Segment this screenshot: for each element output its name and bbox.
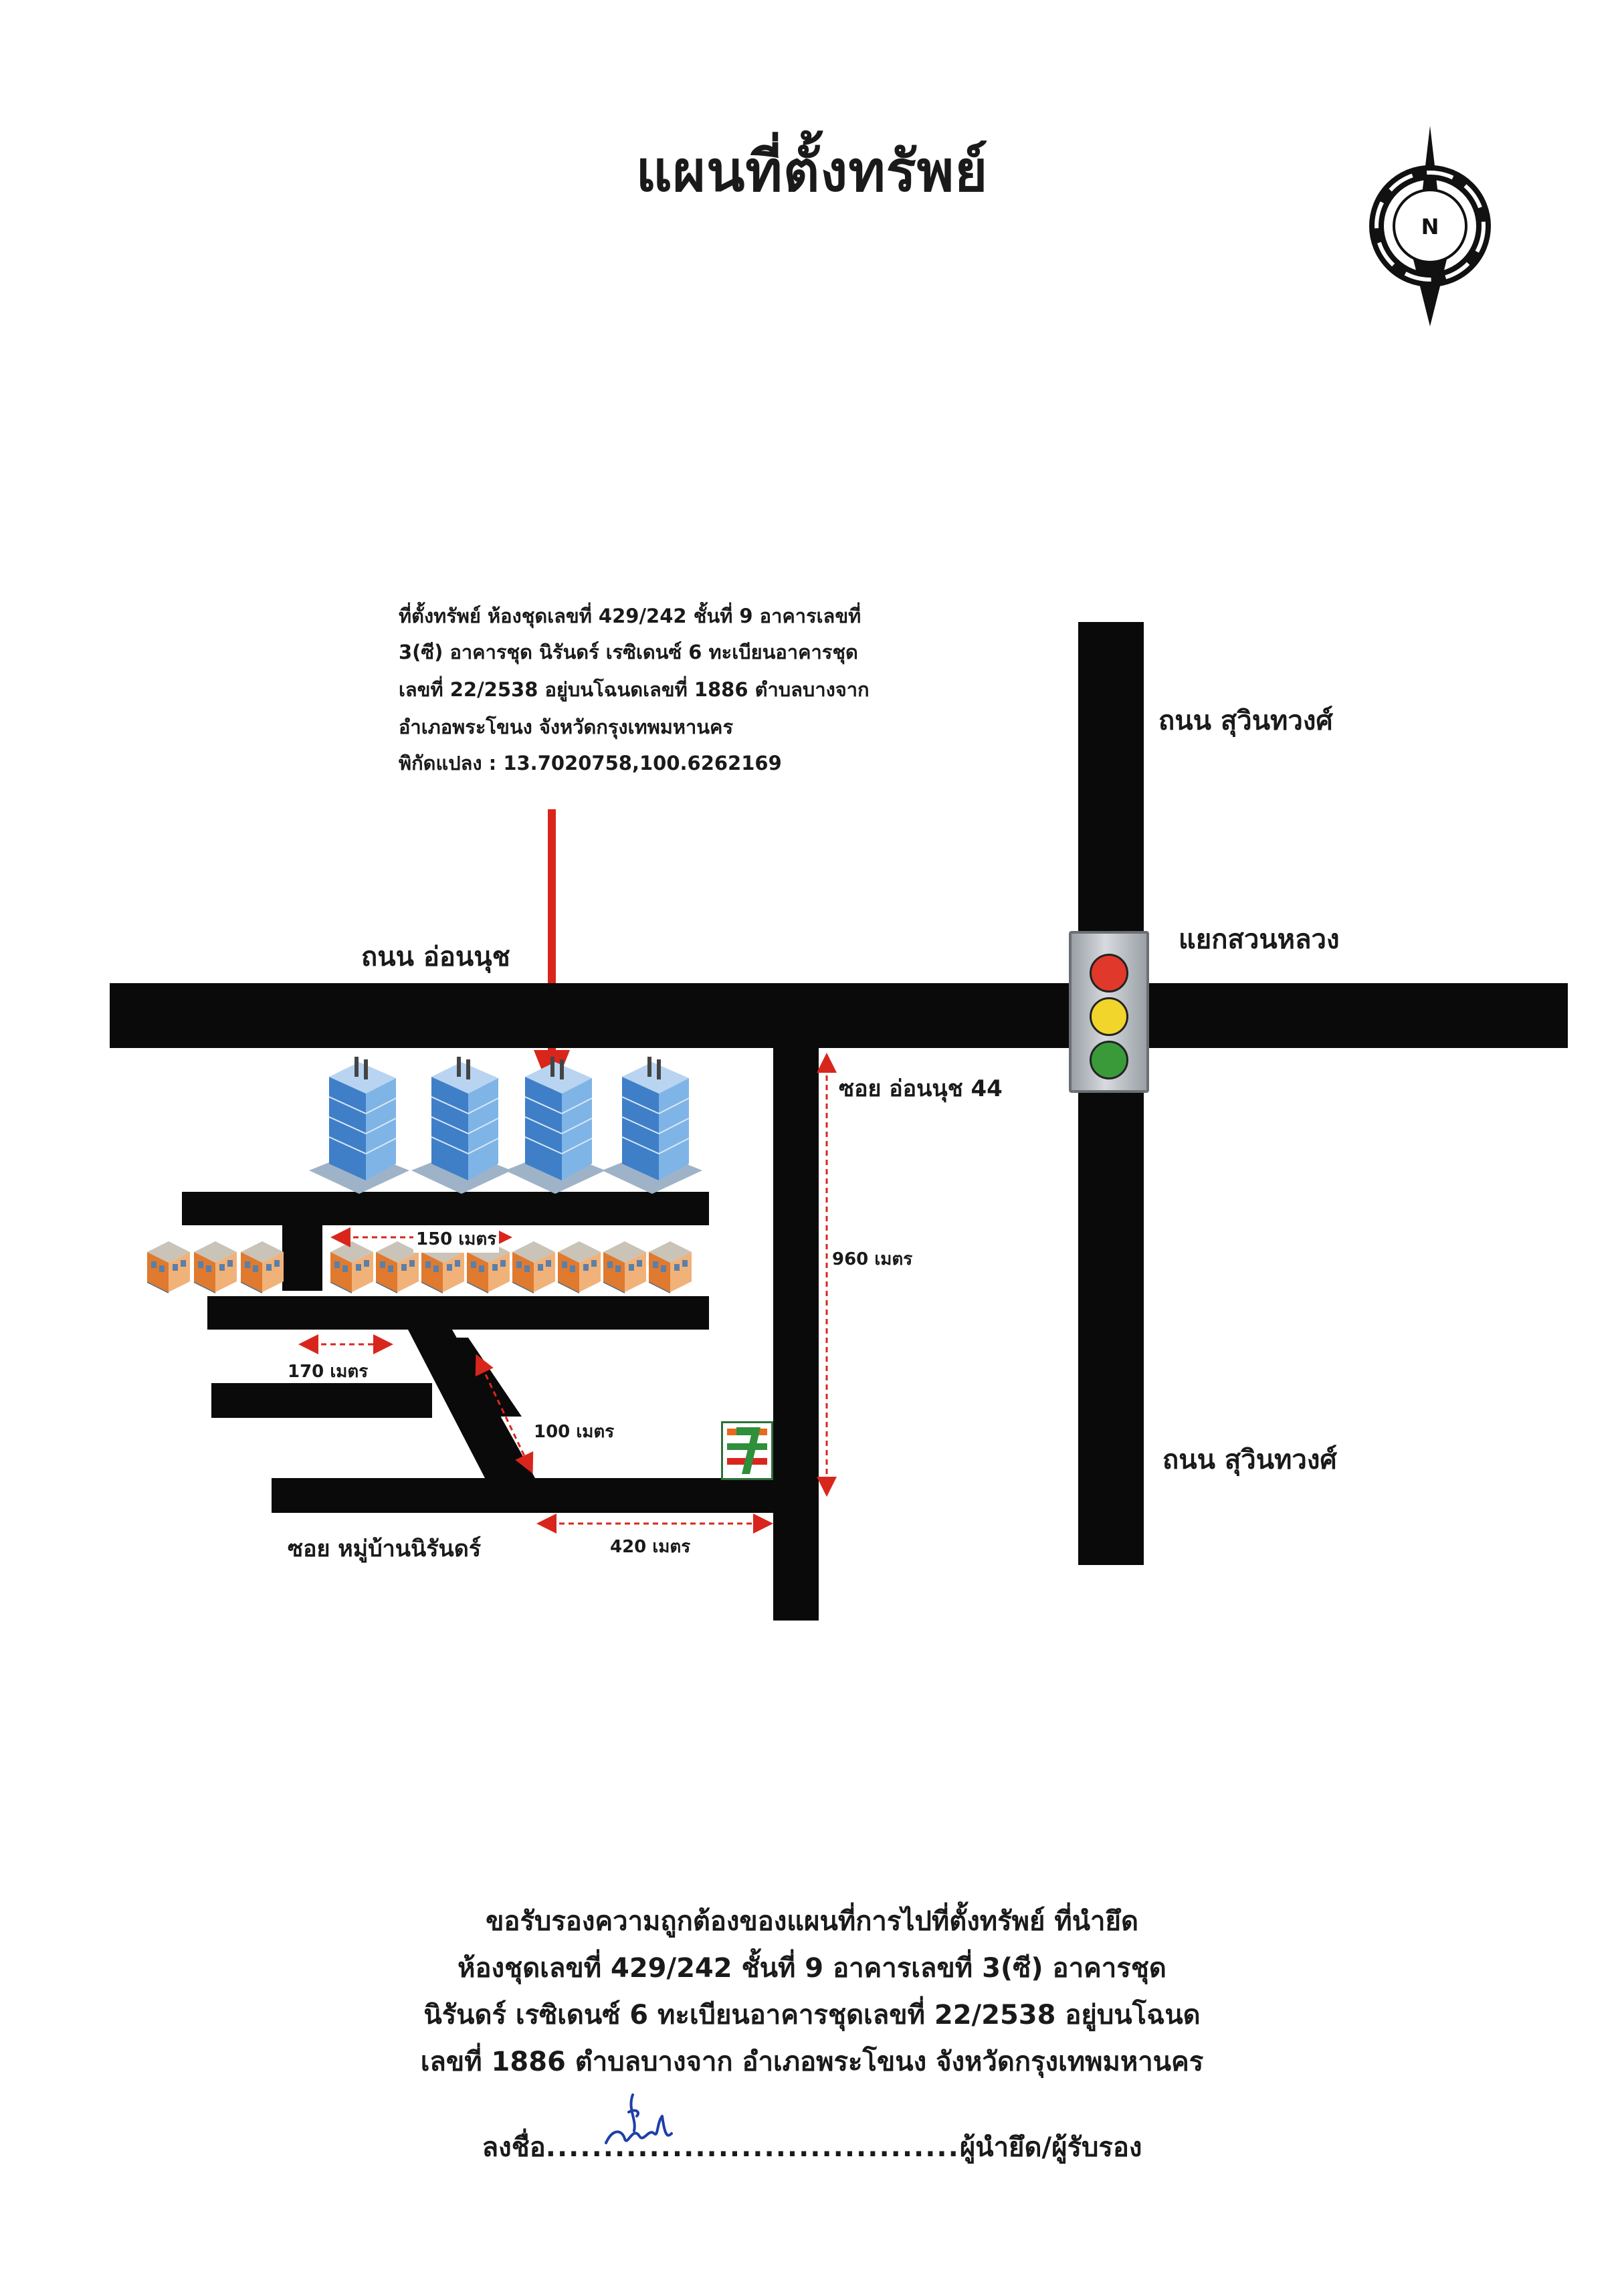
red-lamp (1090, 954, 1128, 993)
road-branch-1 (182, 1192, 709, 1225)
certification-line: นิรันดร์ เรซิเดนซ์ 6 ทะเบียนอาคารชุดเลขท… (423, 2000, 1201, 2031)
townhouse-icon (601, 1239, 649, 1293)
road-branch-3 (211, 1383, 432, 1418)
building-icon (411, 1057, 512, 1194)
seven-eleven-icon (721, 1421, 773, 1480)
label-sukhumvit-bottom: ถนน สุวินทวงศ์ (1162, 1445, 1337, 1475)
certification-line: ขอรับรองความถูกต้องของแผนที่การไปที่ตั้ง… (486, 1906, 1138, 1937)
distance-150: 150 เมตร (413, 1225, 500, 1253)
label-soi-on-nut-44: ซอย อ่อนนุช 44 (839, 1075, 1003, 1102)
townhouse-icon (191, 1239, 239, 1293)
signature-area: .......................... .......... (546, 2093, 960, 2163)
certification-line: ห้องชุดเลขที่ 429/242 ชั้นที่ 9 อาคารเลข… (458, 1953, 1166, 1984)
townhouse-icon (144, 1239, 193, 1293)
building-icon (602, 1057, 702, 1194)
property-line: เลขที่ 22/2538 อยู่บนโฉนดเลขที่ 1886 ตำบ… (399, 678, 870, 701)
sign-role: ผู้นำยึด/ผู้รับรอง (959, 2132, 1142, 2163)
certification-line: เลขที่ 1886 ตำบลบางจาก อำเภอพระโขนง จังห… (420, 2047, 1204, 2077)
label-junction: แยกสวนหลวง (1179, 924, 1340, 955)
road-sukhumvit (1078, 622, 1144, 1565)
signature-line: ลงชื่อ.......................... .......… (0, 2093, 1624, 2168)
sign-prefix: ลงชื่อ (482, 2132, 546, 2163)
road-soi-on-nut-44 (773, 1048, 819, 1621)
road-soi-village (272, 1478, 819, 1513)
label-on-nut-road: ถนน อ่อนนุช (361, 942, 510, 972)
handwritten-signature (604, 2093, 673, 2144)
townhouse-icon (238, 1239, 286, 1293)
north-arrow-icon: N (1369, 126, 1491, 326)
building-icon (309, 1057, 409, 1194)
dim-100-line (475, 1354, 534, 1474)
distance-100: 100 เมตร (534, 1422, 615, 1442)
distance-960: 960 เมตร (832, 1249, 913, 1269)
road-branch-2 (207, 1296, 709, 1330)
label-sukhumvit-top: ถนน สุวินทวงศ์ (1158, 706, 1333, 736)
property-line: 3(ซี) อาคารชุด นิรันดร์ เรซิเดนซ์ 6 ทะเบ… (399, 641, 858, 663)
traffic-light-icon (1069, 931, 1149, 1093)
building-icon (505, 1057, 605, 1194)
road-on-nut (110, 983, 1568, 1048)
property-line: ที่ตั้งทรัพย์ ห้องชุดเลขที่ 429/242 ชั้น… (399, 605, 861, 627)
compass-letter: N (1421, 214, 1439, 239)
yellow-lamp (1090, 997, 1128, 1036)
townhouse-icon (510, 1239, 558, 1293)
townhouse-icon (555, 1239, 603, 1293)
townhouse-icon (646, 1239, 694, 1293)
property-line: อำเภอพระโขนง จังหวัดกรุงเทพมหานคร (399, 716, 734, 738)
property-line: พิกัดแปลง : 13.7020758,100.6262169 (399, 752, 782, 774)
road-link-vertical (282, 1225, 322, 1291)
label-soi-village: ซอย หมู่บ้านนิรันดร์ (288, 1536, 482, 1562)
distance-420: 420 เมตร (610, 1537, 691, 1557)
green-lamp (1090, 1041, 1128, 1079)
distance-170: 170 เมตร (288, 1362, 369, 1382)
page-title: แผนที่ตั้งทรัพย์ (635, 138, 989, 204)
